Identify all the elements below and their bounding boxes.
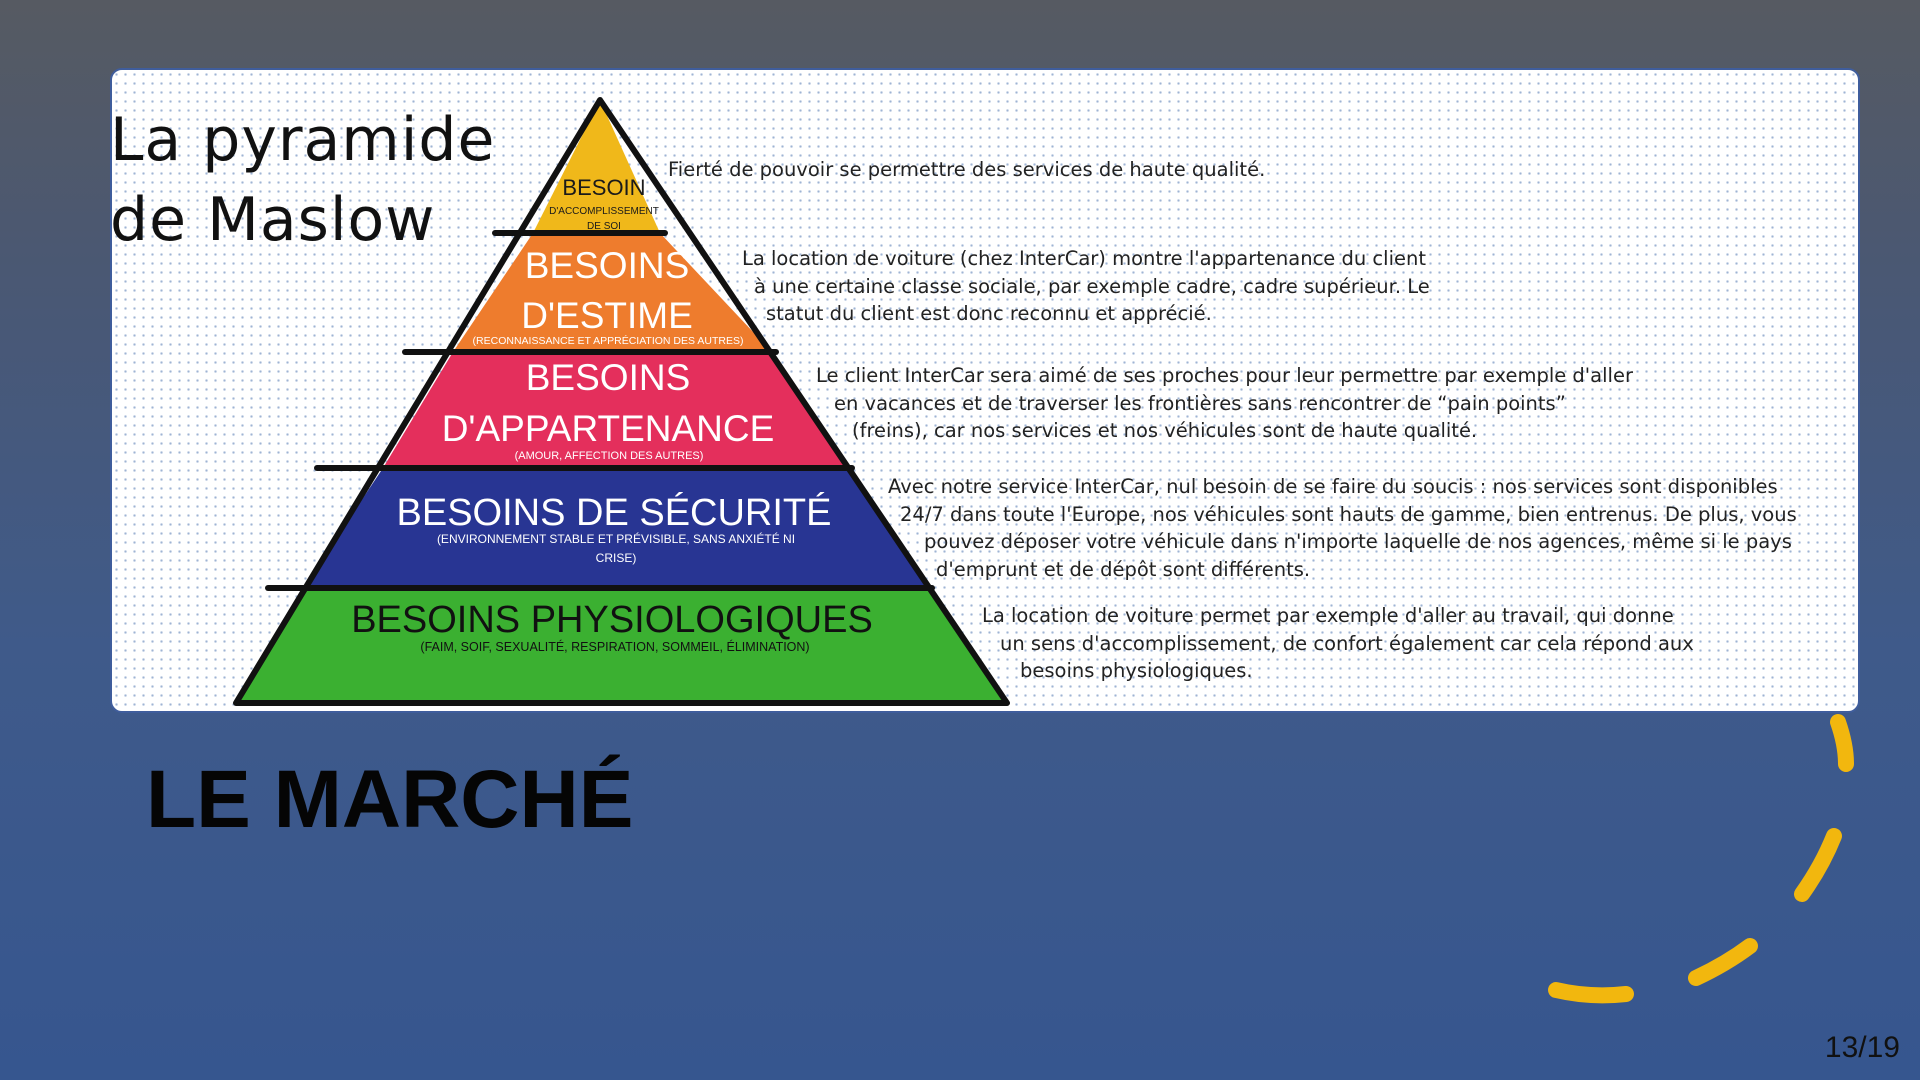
diagram-title: La pyramide de Maslow bbox=[110, 100, 495, 260]
level-2-description-line-3: statut du client est donc reconnu et app… bbox=[766, 302, 1212, 325]
pyramid-level-5-band bbox=[236, 588, 1007, 703]
level-5-title: BESOINS PHYSIOLOGIQUES bbox=[351, 599, 873, 641]
level-4-description-line-2: 24/7 dans toute l'Europe, nos véhicules … bbox=[900, 502, 1797, 526]
level-5-description-line-2: un sens d'accomplissement, de confort ég… bbox=[1000, 631, 1694, 655]
diagram-title-line-2: de Maslow bbox=[110, 185, 436, 255]
pyramid-level-1-band bbox=[533, 100, 660, 233]
level-2-title-line-2: D'ESTIME bbox=[521, 295, 693, 336]
level-3-description-line-3: (freins), car nos services et nos véhicu… bbox=[852, 419, 1478, 442]
level-2-description: La location de voiture (chez InterCar) m… bbox=[742, 245, 1430, 328]
section-heading: LE MARCHÉ bbox=[146, 754, 634, 845]
level-3-title-line-2: D'APPARTENANCE bbox=[442, 408, 775, 449]
level-2-subtitle: (RECONNAISSANCE ET APPRÉCIATION DES AUTR… bbox=[473, 334, 744, 347]
dash-3 bbox=[1688, 938, 1758, 986]
level-1-subtitle-line-2: DE SOI bbox=[587, 221, 621, 232]
level-2-title-line-1: BESOINS bbox=[525, 245, 690, 286]
level-5-description-line-3: besoins physiologiques. bbox=[1020, 659, 1253, 682]
level-3-description: Le client InterCar sera aimé de ses proc… bbox=[816, 362, 1633, 445]
level-3-description-line-1: Le client InterCar sera aimé de ses proc… bbox=[816, 364, 1633, 387]
level-5-description: La location de voiture permet par exempl… bbox=[982, 602, 1694, 685]
dash-4 bbox=[1548, 982, 1634, 1004]
diagram-title-line-1: La pyramide bbox=[110, 105, 496, 175]
pyramid-level-2-band bbox=[453, 233, 772, 352]
dash-2 bbox=[1794, 828, 1842, 902]
dash-1 bbox=[1830, 714, 1854, 772]
level-5-subtitle: (FAIM, SOIF, SEXUALITÉ, RESPIRATION, SOM… bbox=[420, 639, 809, 654]
level-1-description-line-1: Fierté de pouvoir se permettre des servi… bbox=[668, 158, 1266, 181]
level-1-subtitle-line-1: D'ACCOMPLISSEMENT bbox=[549, 206, 659, 217]
level-4-title: BESOINS DE SÉCURITÉ bbox=[397, 491, 832, 534]
level-1-title: BESOIN bbox=[562, 175, 645, 200]
page-number: 13/19 bbox=[1824, 1031, 1900, 1064]
level-5-description-line-1: La location de voiture permet par exempl… bbox=[982, 604, 1674, 627]
level-4-subtitle-line-1: (ENVIRONNEMENT STABLE ET PRÉVISIBLE, SAN… bbox=[437, 531, 795, 546]
level-4-description: Avec notre service InterCar, nul besoin … bbox=[888, 473, 1797, 583]
level-2-description-line-2: à une certaine classe sociale, par exemp… bbox=[754, 274, 1430, 298]
level-4-description-line-3: pouvez déposer votre véhicule dans n'imp… bbox=[924, 530, 1792, 553]
level-4-description-line-4: d'emprunt et de dépôt sont différents. bbox=[936, 557, 1311, 581]
pyramid-outline bbox=[233, 97, 1010, 706]
level-1-description: Fierté de pouvoir se permettre des servi… bbox=[668, 156, 1265, 184]
level-3-subtitle: (AMOUR, AFFECTION DES AUTRES) bbox=[515, 450, 704, 462]
level-4-subtitle-line-2: CRISE) bbox=[596, 551, 637, 565]
level-2-description-line-1: La location de voiture (chez InterCar) m… bbox=[742, 247, 1426, 270]
pyramid-level-3-band bbox=[383, 352, 848, 468]
level-4-description-line-1: Avec notre service InterCar, nul besoin … bbox=[888, 475, 1778, 498]
level-3-description-line-2: en vacances et de traverser les frontièr… bbox=[834, 391, 1566, 415]
pyramid-level-4-band bbox=[303, 468, 928, 588]
level-3-title-line-1: BESOINS bbox=[526, 357, 691, 398]
